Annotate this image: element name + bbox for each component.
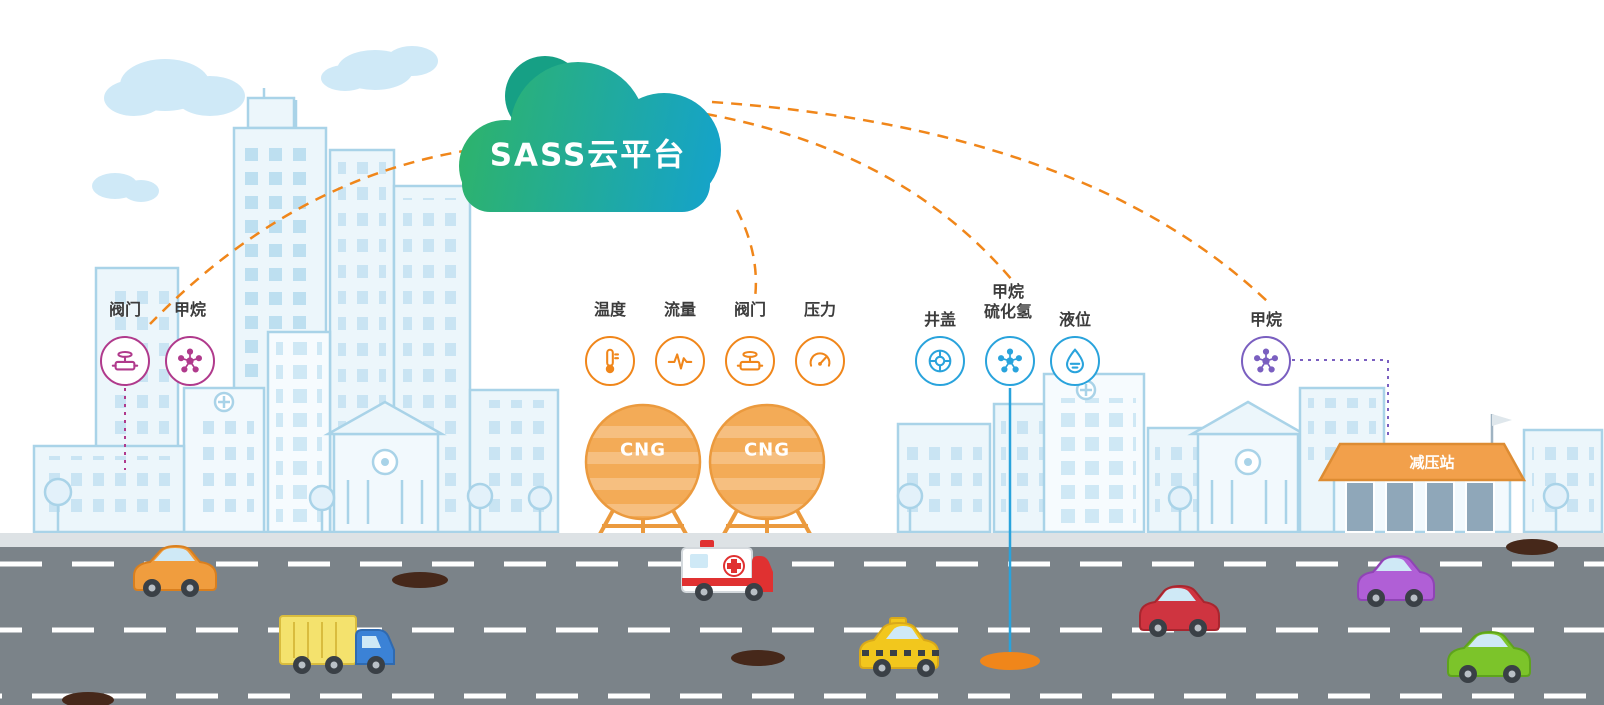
manhole-sensor xyxy=(915,336,965,386)
sensor-label-pressure: 压力 xyxy=(803,300,837,319)
cloud-platform-label: SASS云平台 xyxy=(489,137,687,174)
car-orange xyxy=(133,544,217,597)
sensor-label-methane-h2s: 甲烷 硫化氢 xyxy=(984,282,1032,322)
methane-icon xyxy=(177,348,203,373)
pipeline-endpoint-manhole xyxy=(980,652,1040,670)
station-label: 减压站 xyxy=(1409,453,1455,472)
valve-icon xyxy=(111,350,139,371)
pressure-icon xyxy=(809,352,831,367)
cng-tank-label: CNG xyxy=(619,439,667,461)
flow-sensor xyxy=(655,336,705,386)
sensor-label-temperature: 温度 xyxy=(593,300,627,319)
temperature-icon xyxy=(605,348,619,374)
methane-icon xyxy=(997,348,1023,373)
connector-methane-station xyxy=(1292,359,1389,436)
cng-tanks xyxy=(584,403,826,535)
methane-sensor-station xyxy=(1241,336,1291,386)
saas-cloud-shape xyxy=(459,56,721,212)
ambulance xyxy=(681,540,773,601)
valve-sensor-city xyxy=(100,336,150,386)
connection-curve-pipeline xyxy=(705,112,1013,281)
sensor-label-flow: 流量 xyxy=(663,300,697,319)
road xyxy=(0,533,1604,705)
sensor-label-h2s: 硫化氢 xyxy=(983,302,1033,321)
level-sensor xyxy=(1050,336,1100,386)
sensor-label-valve-cng: 阀门 xyxy=(733,300,767,319)
sensor-label-manhole: 井盖 xyxy=(923,310,957,329)
valve-sensor-cng xyxy=(725,336,775,386)
connection-curve-station xyxy=(711,100,1269,303)
connection-curve-cng xyxy=(735,209,758,299)
truck-yellow xyxy=(279,615,395,674)
sensor-label-level: 液位 xyxy=(1058,310,1092,329)
sensor-label-methane-station: 甲烷 xyxy=(1249,310,1283,329)
manhole-cover xyxy=(62,692,114,705)
manhole-icon xyxy=(928,349,952,373)
methane-sensor-city xyxy=(165,336,215,386)
sensor-label-methane: 甲烷 xyxy=(991,282,1025,301)
valve-icon xyxy=(736,350,764,371)
pressure-sensor xyxy=(795,336,845,386)
car-green xyxy=(1447,630,1531,683)
manhole-cover xyxy=(731,650,785,666)
sensor-label-methane-city: 甲烷 xyxy=(173,300,207,319)
methane-sensor-pipeline xyxy=(985,336,1035,386)
manhole-cover xyxy=(392,572,448,588)
pressure-reduction-station xyxy=(1317,414,1527,534)
connection-curve-city xyxy=(149,148,471,325)
cng-tank-label: CNG xyxy=(743,439,791,461)
car-purple xyxy=(1357,554,1435,607)
flow-icon xyxy=(667,353,693,370)
taxi-yellow xyxy=(859,617,944,677)
methane-icon xyxy=(1253,348,1279,373)
city-skyline-left xyxy=(32,88,560,534)
manhole-cover xyxy=(1506,539,1558,555)
level-icon xyxy=(1065,348,1085,374)
sensor-label-valve-city: 阀门 xyxy=(108,300,142,319)
city-skyline-right xyxy=(896,372,1604,534)
car-red xyxy=(1139,584,1220,637)
temperature-sensor xyxy=(585,336,635,386)
sky-clouds xyxy=(92,46,438,202)
